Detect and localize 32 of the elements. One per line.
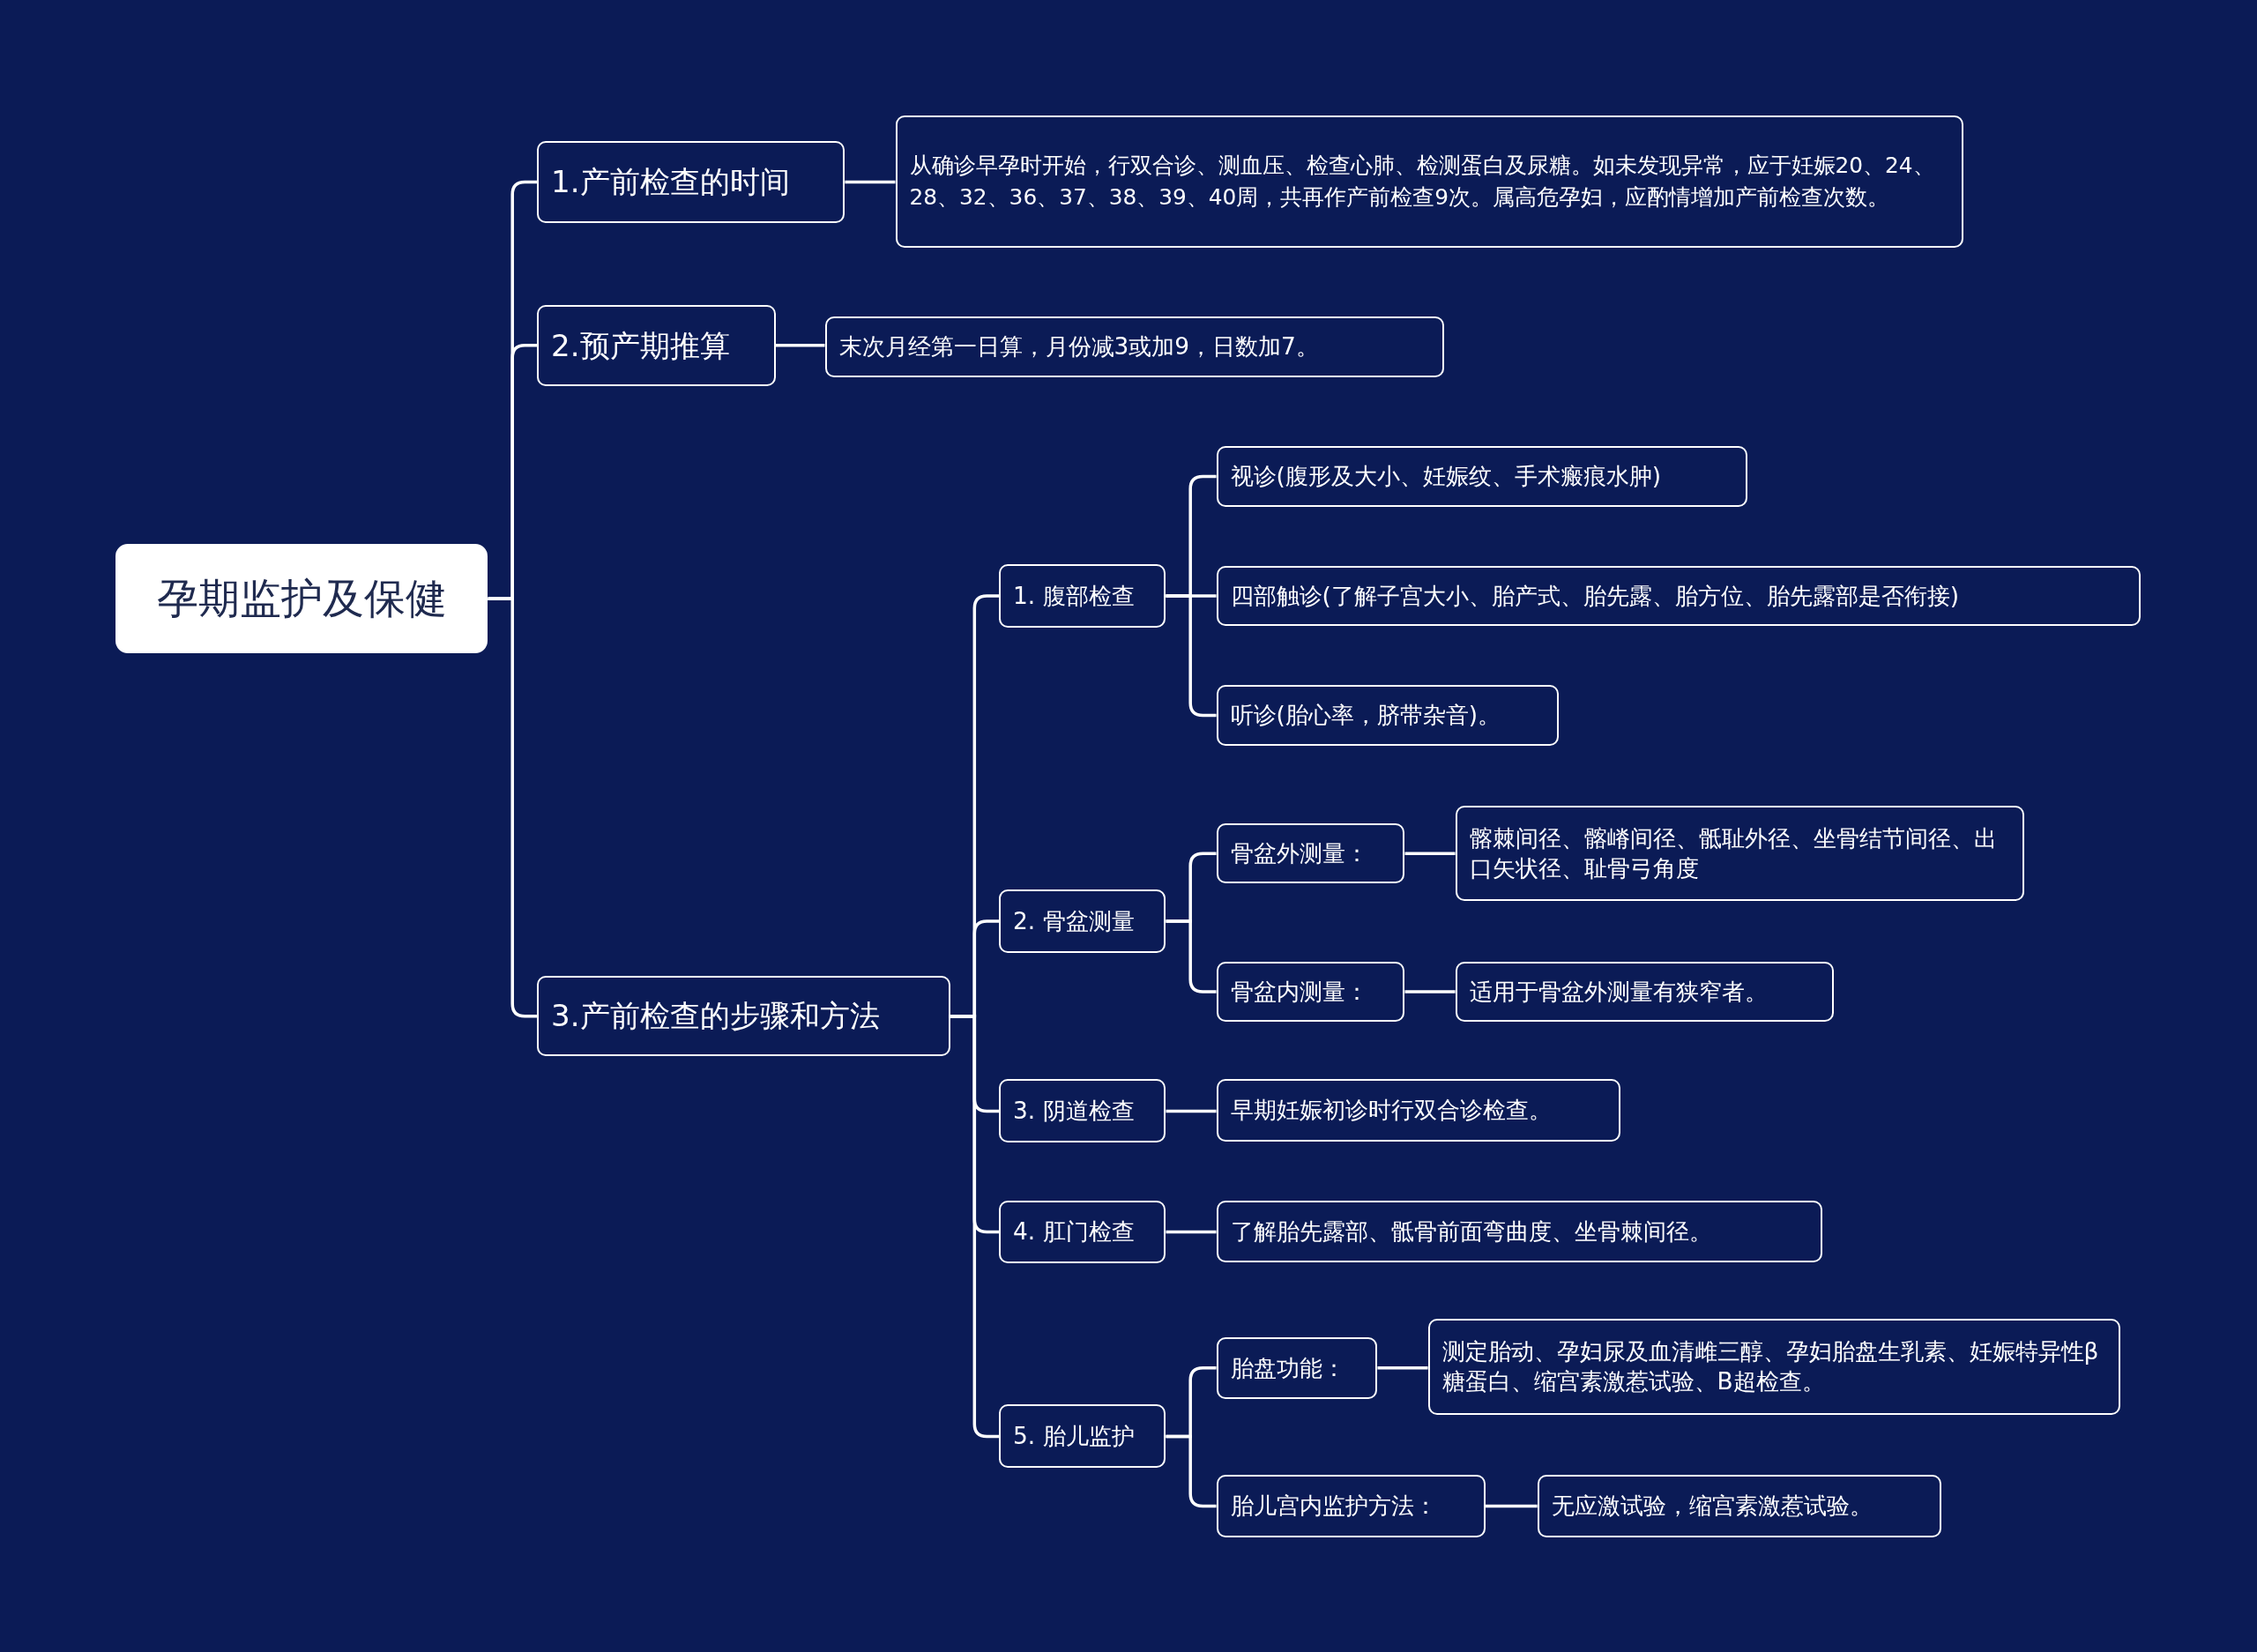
topic-box: 胎儿宫内监护方法： — [1216, 1475, 1486, 1537]
connector-line — [776, 344, 825, 347]
topic-box: 了解胎先露部、骶骨前面弯曲度、坐骨棘间径。 — [1216, 1200, 1822, 1262]
topic-box: 3. 阴道检查 — [999, 1079, 1166, 1143]
topic-box: 2. 骨盆测量 — [999, 889, 1166, 953]
connector-line — [845, 180, 896, 184]
topic-box: 3.产前检查的步骤和方法 — [536, 975, 950, 1057]
topic-box: 从确诊早孕时开始，行双合诊、测血压、检查心肺、检测蛋白及尿糖。如未发现异常，应于妊娠20、24、28、32、36、37、38、39、40周，共再作产前检查9次。属高危孕妇，应酌情增加产前检查次数。 — [895, 115, 1963, 248]
connector-line — [1166, 1109, 1217, 1113]
central-topic-box: 孕期监护及保健 — [115, 544, 488, 654]
connector-line — [1404, 852, 1456, 855]
topic-box: 2.预产期推算 — [536, 305, 776, 386]
topic-box: 听诊(胎心率，脐带杂音)。 — [1216, 685, 1560, 746]
topic-box: 末次月经第一日算，月份减3或加9，日数加7。 — [824, 316, 1444, 377]
topic-box: 4. 肛门检查 — [999, 1200, 1166, 1264]
topic-box: 适用于骨盆外测量有狭窄者。 — [1455, 961, 1834, 1023]
topic-box: 骨盆内测量： — [1216, 961, 1405, 1023]
topic-box: 无应激试验，缩宫素激惹试验。 — [1537, 1475, 1942, 1537]
connector-line — [1166, 1230, 1217, 1234]
topic-box: 视诊(腹形及大小、妊娠纹、手术瘢痕水肿) — [1216, 446, 1747, 507]
topic-box: 1. 腹部检查 — [999, 564, 1166, 628]
topic-box: 测定胎动、孕妇尿及血清雌三醇、孕妇胎盘生乳素、妊娠特异性β糖蛋白、缩宫素激惹试验、B超检查。 — [1427, 1318, 2120, 1415]
connector-line — [1404, 990, 1456, 993]
topic-box: 1.产前检查的时间 — [536, 141, 845, 224]
topic-box: 早期妊娠初诊时行双合诊检查。 — [1216, 1079, 1621, 1142]
topic-box: 四部触诊(了解子宫大小、胎产式、胎先露、胎方位、胎先露部是否衔接) — [1216, 565, 2141, 627]
connector-line — [1377, 1366, 1428, 1370]
topic-box: 骨盆外测量： — [1216, 822, 1405, 884]
topic-box: 胎盘功能： — [1216, 1336, 1378, 1399]
connector-line — [1485, 1504, 1538, 1508]
topic-box: 5. 胎儿监护 — [999, 1404, 1166, 1469]
topic-box: 髂棘间径、髂嵴间径、骶耻外径、坐骨结节间径、出口矢状径、耻骨弓角度 — [1455, 806, 2024, 902]
